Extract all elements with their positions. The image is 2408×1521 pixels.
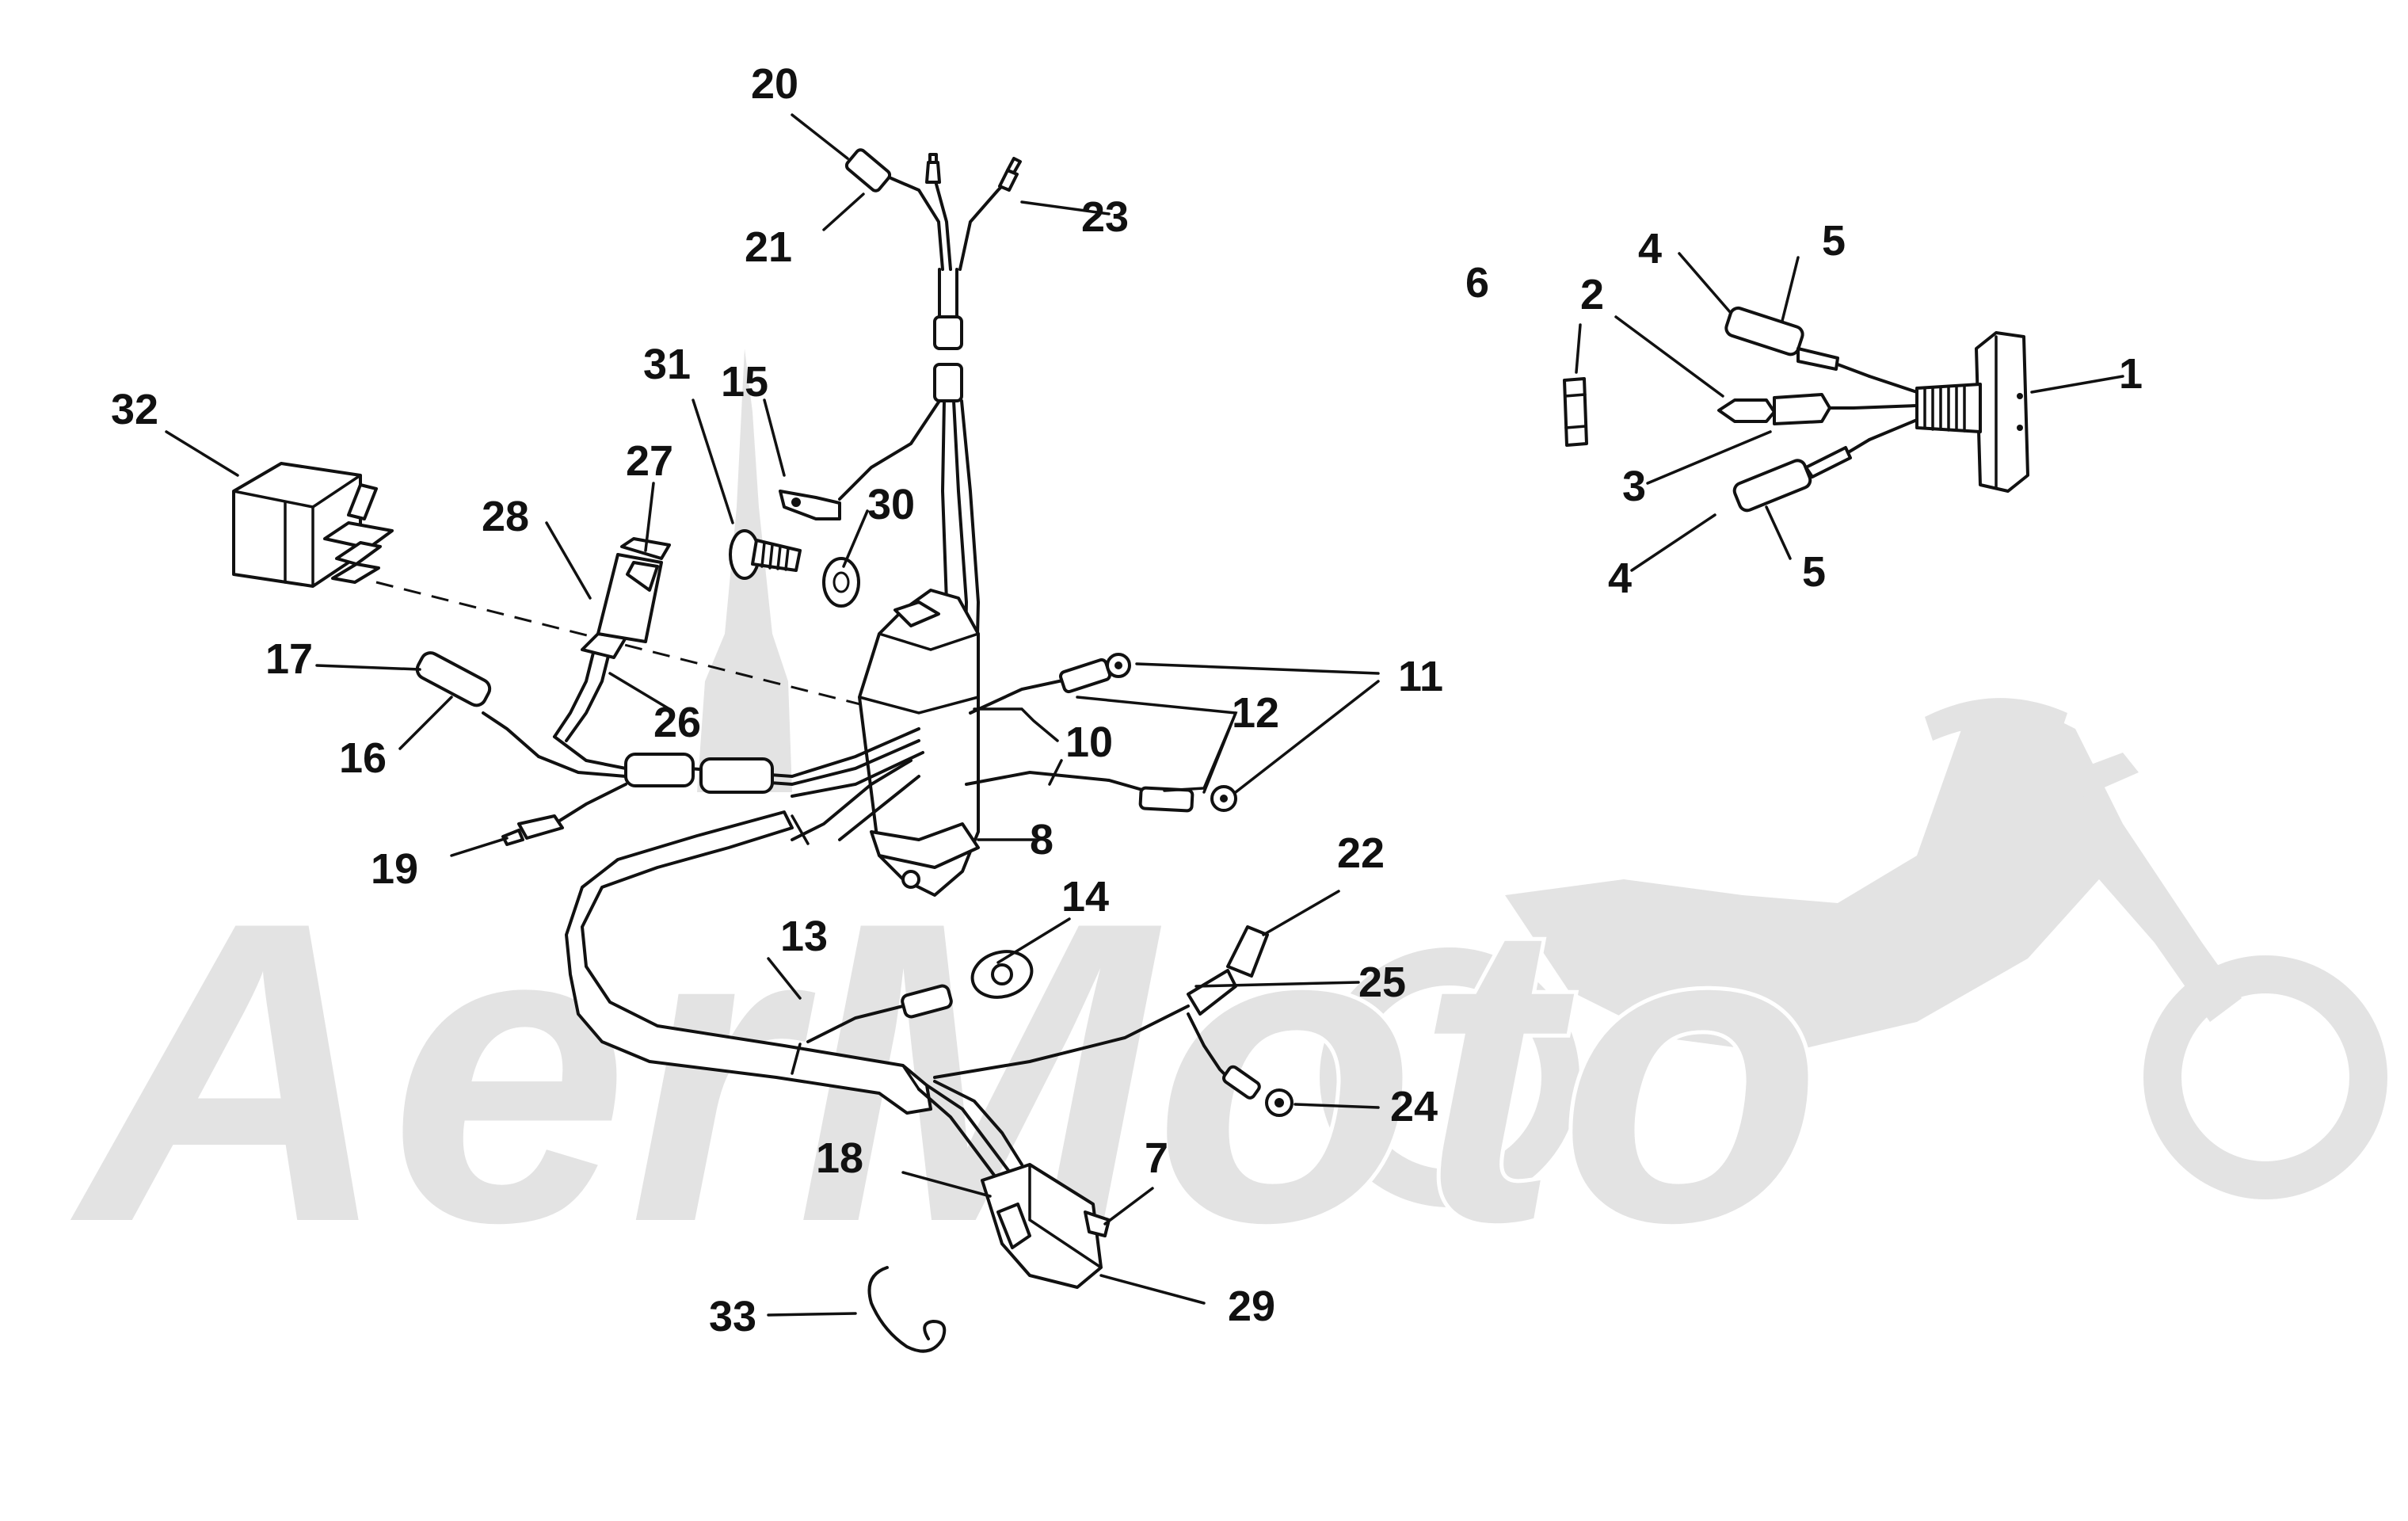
callout-1: 1 — [2119, 350, 2143, 398]
part-30-grommet — [822, 557, 860, 608]
callout-12: 12 — [1232, 689, 1279, 737]
part-2-3-bullet-connector — [1717, 393, 1855, 425]
callout-26: 26 — [653, 699, 701, 746]
callout-10: 10 — [1065, 719, 1113, 766]
watermark-text: AerMoto — [66, 833, 1822, 1311]
callout-25: 25 — [1358, 959, 1406, 1006]
part-33-clip — [867, 1266, 947, 1353]
callout-20: 20 — [751, 60, 798, 108]
callout-16: 16 — [339, 734, 387, 782]
callout-30: 30 — [867, 481, 915, 528]
callout-labels: 20 21 23 31 15 27 28 30 32 17 26 16 19 8… — [111, 60, 2143, 1340]
callout-19: 19 — [371, 845, 418, 893]
callout-21: 21 — [745, 223, 792, 271]
callout-23: 23 — [1081, 193, 1129, 241]
callout-29: 29 — [1228, 1283, 1275, 1330]
callout-3: 3 — [1622, 463, 1646, 510]
callout-27: 27 — [626, 437, 673, 485]
callout-32: 32 — [111, 386, 158, 433]
callout-33: 33 — [709, 1293, 756, 1340]
callout-31: 31 — [643, 341, 691, 388]
part-31-screw — [729, 529, 802, 580]
callout-24: 24 — [1390, 1083, 1438, 1130]
callout-14: 14 — [1061, 873, 1109, 921]
part-32-relay — [232, 462, 394, 588]
watermark-logo: AerMoto — [62, 349, 2387, 1315]
callout-4-upper: 4 — [1638, 225, 1662, 273]
callout-7: 7 — [1145, 1134, 1168, 1182]
callout-5-upper: 5 — [1822, 217, 1846, 265]
callout-28: 28 — [482, 493, 529, 540]
callout-6: 6 — [1465, 259, 1489, 307]
part-4-5-lower-terminal — [1732, 438, 1871, 513]
callout-8: 8 — [1030, 816, 1054, 863]
callout-17: 17 — [265, 635, 313, 683]
callout-4-lower: 4 — [1608, 555, 1632, 602]
callout-13: 13 — [780, 913, 828, 960]
callout-11: 11 — [1398, 653, 1443, 700]
watermark-motorcycle — [1320, 698, 2387, 1207]
callout-22: 22 — [1337, 829, 1385, 877]
callout-5-lower: 5 — [1802, 548, 1826, 596]
callout-18: 18 — [816, 1134, 863, 1182]
part-6-nut — [1563, 377, 1588, 447]
callout-2: 2 — [1580, 271, 1604, 318]
leader-lines — [165, 113, 2124, 1317]
part-4-5-upper-terminal — [1724, 306, 1871, 378]
part-1-switch-assembly — [1852, 331, 2029, 493]
callout-15: 15 — [721, 358, 768, 406]
main-wiring-harness — [415, 148, 1294, 1289]
